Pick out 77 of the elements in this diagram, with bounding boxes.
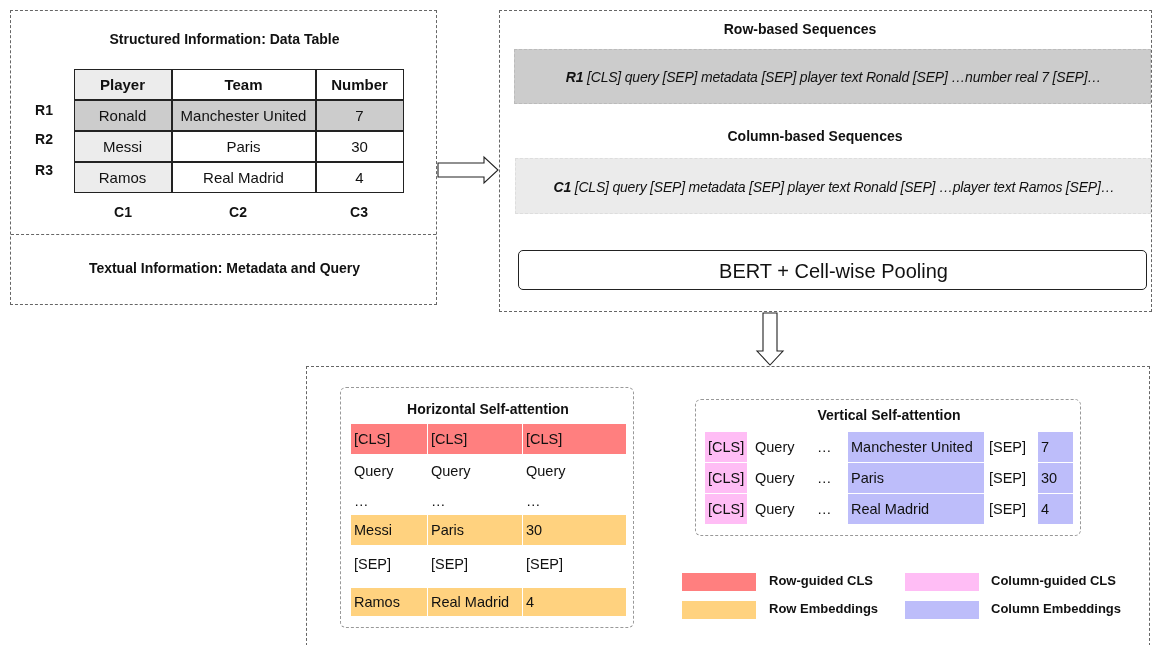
token-label: … (353, 492, 370, 511)
legend-label: Column Embeddings (991, 601, 1121, 618)
token-cell: [CLS] (523, 424, 626, 454)
token-cell: [CLS] (705, 494, 747, 524)
sequence-band (514, 49, 1151, 104)
token-cell: 7 (1038, 432, 1073, 462)
block-arrow (437, 155, 499, 185)
table-cell: 4 (315, 162, 404, 193)
token-label: [SEP] (988, 469, 1028, 488)
dashed-panel (10, 10, 437, 305)
heading: Vertical Self-attention (816, 406, 962, 425)
legend-label: Row-guided CLS (769, 573, 873, 590)
table-cell: Number (315, 69, 404, 100)
heading: Horizontal Self-attention (406, 400, 570, 419)
token-label: … (816, 469, 833, 488)
table-cell: Ramos (73, 162, 172, 193)
dashed-panel (499, 10, 1152, 312)
table-cell: 7 (315, 100, 404, 131)
token-cell: Paris (428, 515, 522, 545)
token-label: … (525, 492, 542, 511)
token-cell: Manchester United (848, 432, 984, 462)
column-label: C1 (113, 203, 133, 222)
token-label: … (816, 500, 833, 519)
table-cell: Player (73, 69, 172, 100)
token-cell: [CLS] (705, 432, 747, 462)
heading: Column-based Sequences (726, 127, 904, 146)
dashed-panel (695, 399, 1081, 536)
token-label: … (816, 438, 833, 457)
sequence-band (515, 158, 1151, 214)
table-cell: Manchester United (171, 100, 316, 131)
token-cell: Messi (351, 515, 427, 545)
token-label: Query (525, 462, 567, 481)
sequence-text: R1 [CLS] query [SEP] metadata [SEP] player text Ronald [SEP] …number real 7 [SEP]… (564, 68, 1103, 87)
row-label: R1 (34, 101, 54, 120)
sequence-text: C1 [CLS] query [SEP] metadata [SEP] player text Ronald [SEP] …player text Ramos [SEP]… (552, 178, 1116, 197)
block-arrow (755, 312, 785, 366)
token-label: Query (754, 500, 796, 519)
token-cell: 30 (523, 515, 626, 545)
token-cell: 4 (1038, 494, 1073, 524)
token-label: Query (754, 469, 796, 488)
token-cell: Ramos (351, 588, 427, 616)
heading: Row-based Sequences (722, 20, 878, 39)
token-label: Query (430, 462, 472, 481)
token-cell: [CLS] (351, 424, 427, 454)
token-label: … (430, 492, 447, 511)
column-label: C2 (228, 203, 248, 222)
legend-label: Row Embeddings (769, 601, 879, 618)
heading: Structured Information: Data Table (108, 30, 341, 49)
legend-label: Column-guided CLS (991, 573, 1116, 590)
token-label: [SEP] (430, 555, 470, 574)
token-cell: [CLS] (705, 463, 747, 493)
token-label: Query (353, 462, 395, 481)
dashed-panel (306, 366, 1150, 645)
model-box (518, 250, 1147, 290)
table-cell: Paris (171, 131, 316, 162)
token-label: Query (754, 438, 796, 457)
token-label: [SEP] (353, 555, 393, 574)
token-cell: Real Madrid (848, 494, 984, 524)
token-cell: 30 (1038, 463, 1073, 493)
row-label: R3 (34, 161, 54, 180)
token-label: [SEP] (988, 500, 1028, 519)
token-cell: 4 (523, 588, 626, 616)
heading: Textual Information: Metadata and Query (87, 259, 362, 278)
table-cell: Team (171, 69, 316, 100)
token-label: [SEP] (988, 438, 1028, 457)
table-cell: 30 (315, 131, 404, 162)
table-cell: Real Madrid (171, 162, 316, 193)
dashed-panel (340, 387, 634, 628)
row-label: R2 (34, 130, 54, 149)
token-cell: Real Madrid (428, 588, 522, 616)
table-cell: Ronald (73, 100, 172, 131)
table-cell: Messi (73, 131, 172, 162)
column-label: C3 (349, 203, 369, 222)
token-cell: Paris (848, 463, 984, 493)
model-label: BERT + Cell-wise Pooling (718, 259, 949, 284)
token-label: [SEP] (525, 555, 565, 574)
token-cell: [CLS] (428, 424, 522, 454)
